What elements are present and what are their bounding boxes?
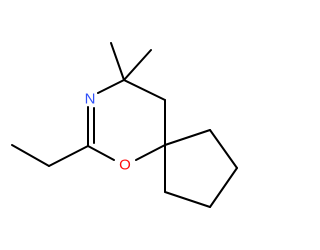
- bond-ring-right-lower: [209, 167, 238, 208]
- bond-ring-right-upper: [209, 129, 238, 169]
- bond-methyl-ch2: [11, 144, 50, 167]
- bond-o-spiro: [135, 144, 166, 161]
- bond-c2-o: [87, 145, 115, 161]
- bond-cq-methyl-left: [110, 42, 125, 81]
- structure-canvas: N O: [11, 42, 238, 208]
- bond-ring-bottom: [164, 191, 211, 208]
- bond-cq-methyl-right: [123, 49, 152, 81]
- molecule-structure: N O: [11, 42, 238, 208]
- nitrogen-atom-label: N: [85, 91, 96, 108]
- bond-ch2-c2: [48, 145, 89, 167]
- bond-cq-ch2: [123, 79, 166, 101]
- bond-n-cq: [97, 79, 125, 94]
- bond-spiro-ring-top: [164, 129, 211, 146]
- oxygen-atom-label: O: [119, 157, 131, 174]
